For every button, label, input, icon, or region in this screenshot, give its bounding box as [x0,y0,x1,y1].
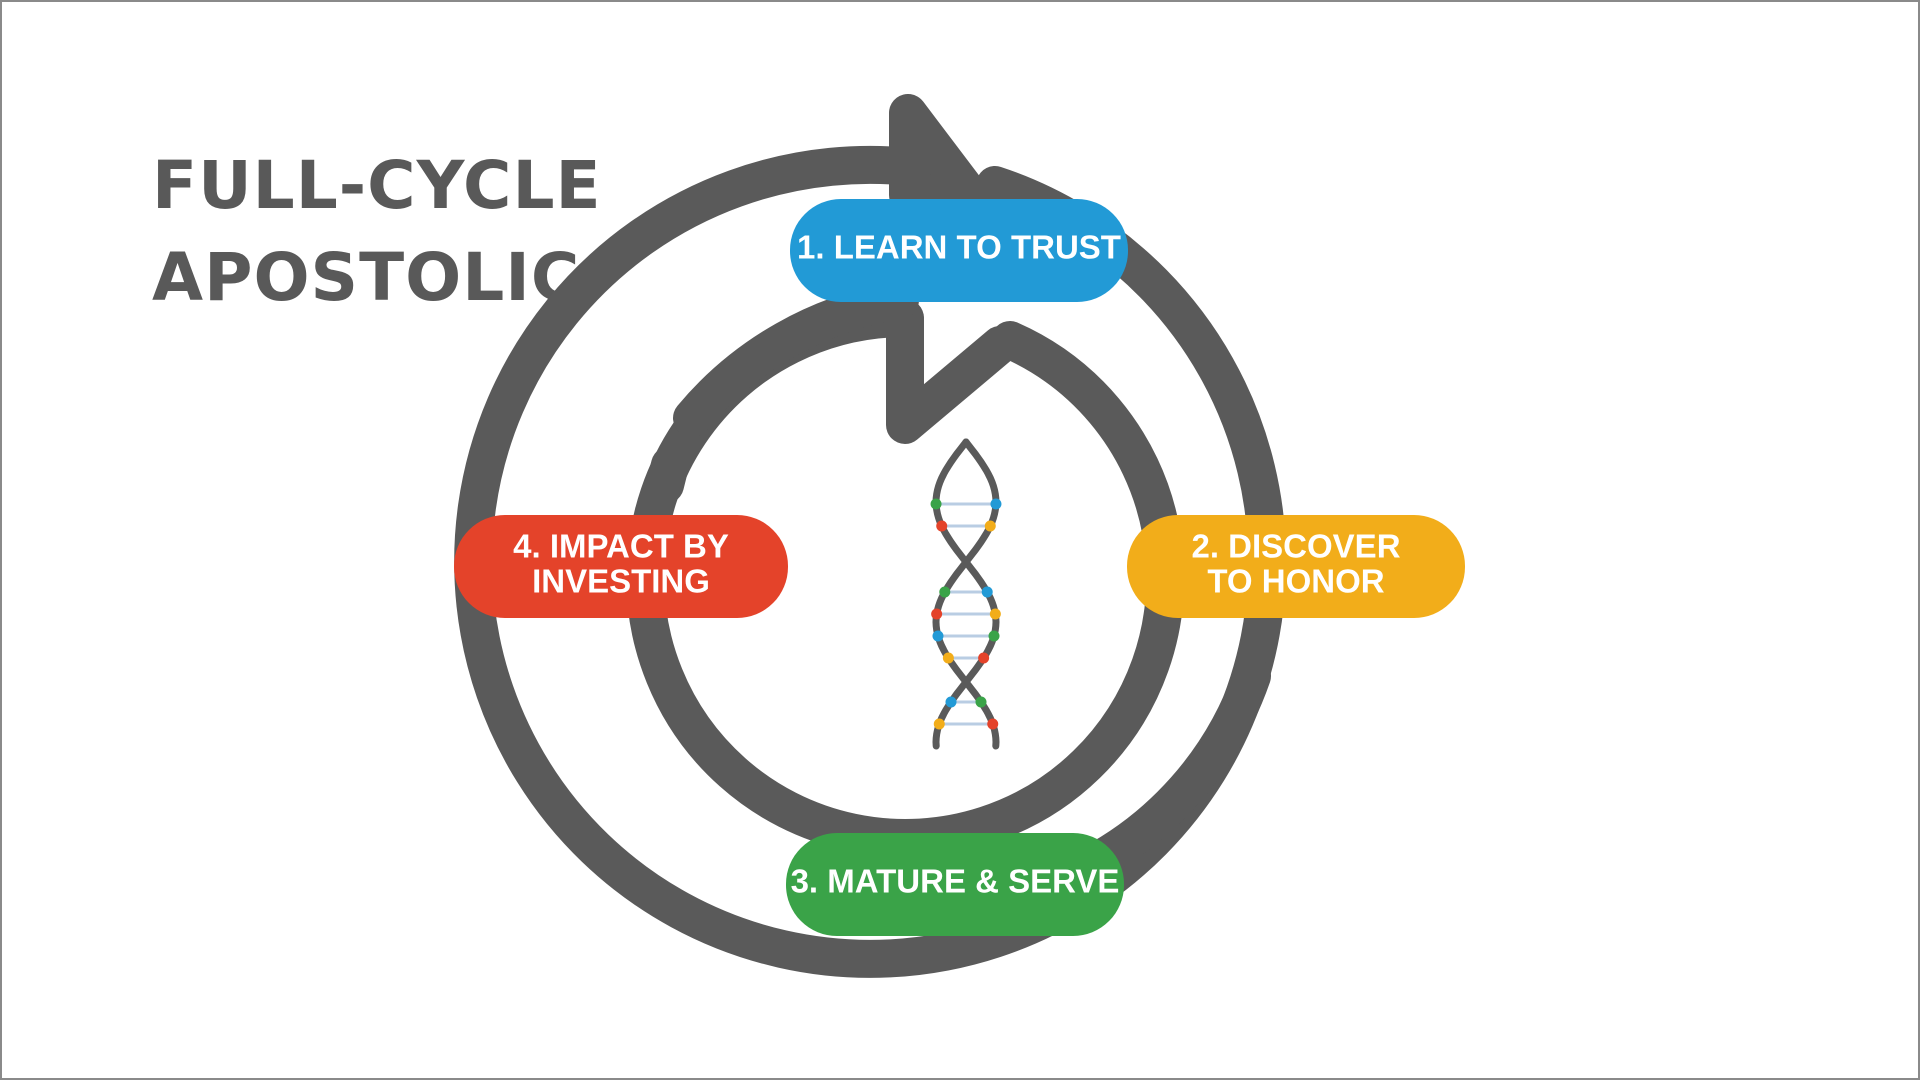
dna-node [936,520,948,532]
dna-node [988,630,1000,642]
step-2-background [1127,515,1465,618]
step-3-background [786,833,1124,936]
inner-arrowhead [886,301,1019,444]
title-line-2: APOSTOLIC [152,239,581,316]
dna-node [931,608,943,620]
step-3-label: 3. MATURE & SERVE [791,863,1120,900]
dna-node [930,498,942,510]
dna-node [933,718,945,730]
step-2-label-line-2: TO HONOR [1207,563,1384,600]
title-line-1: FULL-CYCLE [152,147,602,224]
dna-node [945,696,957,708]
step-4-label-line-1: 4. IMPACT BY [513,528,729,565]
step-2-label-line-1: 2. DISCOVER [1191,528,1400,565]
dna-node [989,608,1001,620]
cycle-dot [646,446,689,504]
outer-ring-arc [454,145,1287,978]
dna-node [939,586,951,598]
dna-node [975,696,987,708]
step-4-label-line-2: INVESTING [532,563,710,600]
step-4-pill: 4. IMPACT BY INVESTING [454,515,788,618]
step-1-pill: 1. LEARN TO TRUST [790,199,1128,302]
dna-node [987,718,999,730]
middle-arc-left [673,281,919,437]
dna-node [932,630,944,642]
step-2-pill: 2. DISCOVER TO HONOR [1127,515,1465,618]
dna-node [942,652,954,664]
step-4-background [454,515,788,618]
step-3-pill: 3. MATURE & SERVE [786,833,1124,936]
slide-title: FULL-CYCLE APOSTOLIC [152,140,602,324]
step-1-label: 1. LEARN TO TRUST [797,229,1121,266]
step-1-background [790,199,1128,302]
dna-node [981,586,993,598]
outer-arrowhead [889,94,989,214]
dna-helix-icon [930,438,1002,750]
dna-node [984,520,996,532]
dna-node [978,652,990,664]
dna-node [990,498,1002,510]
